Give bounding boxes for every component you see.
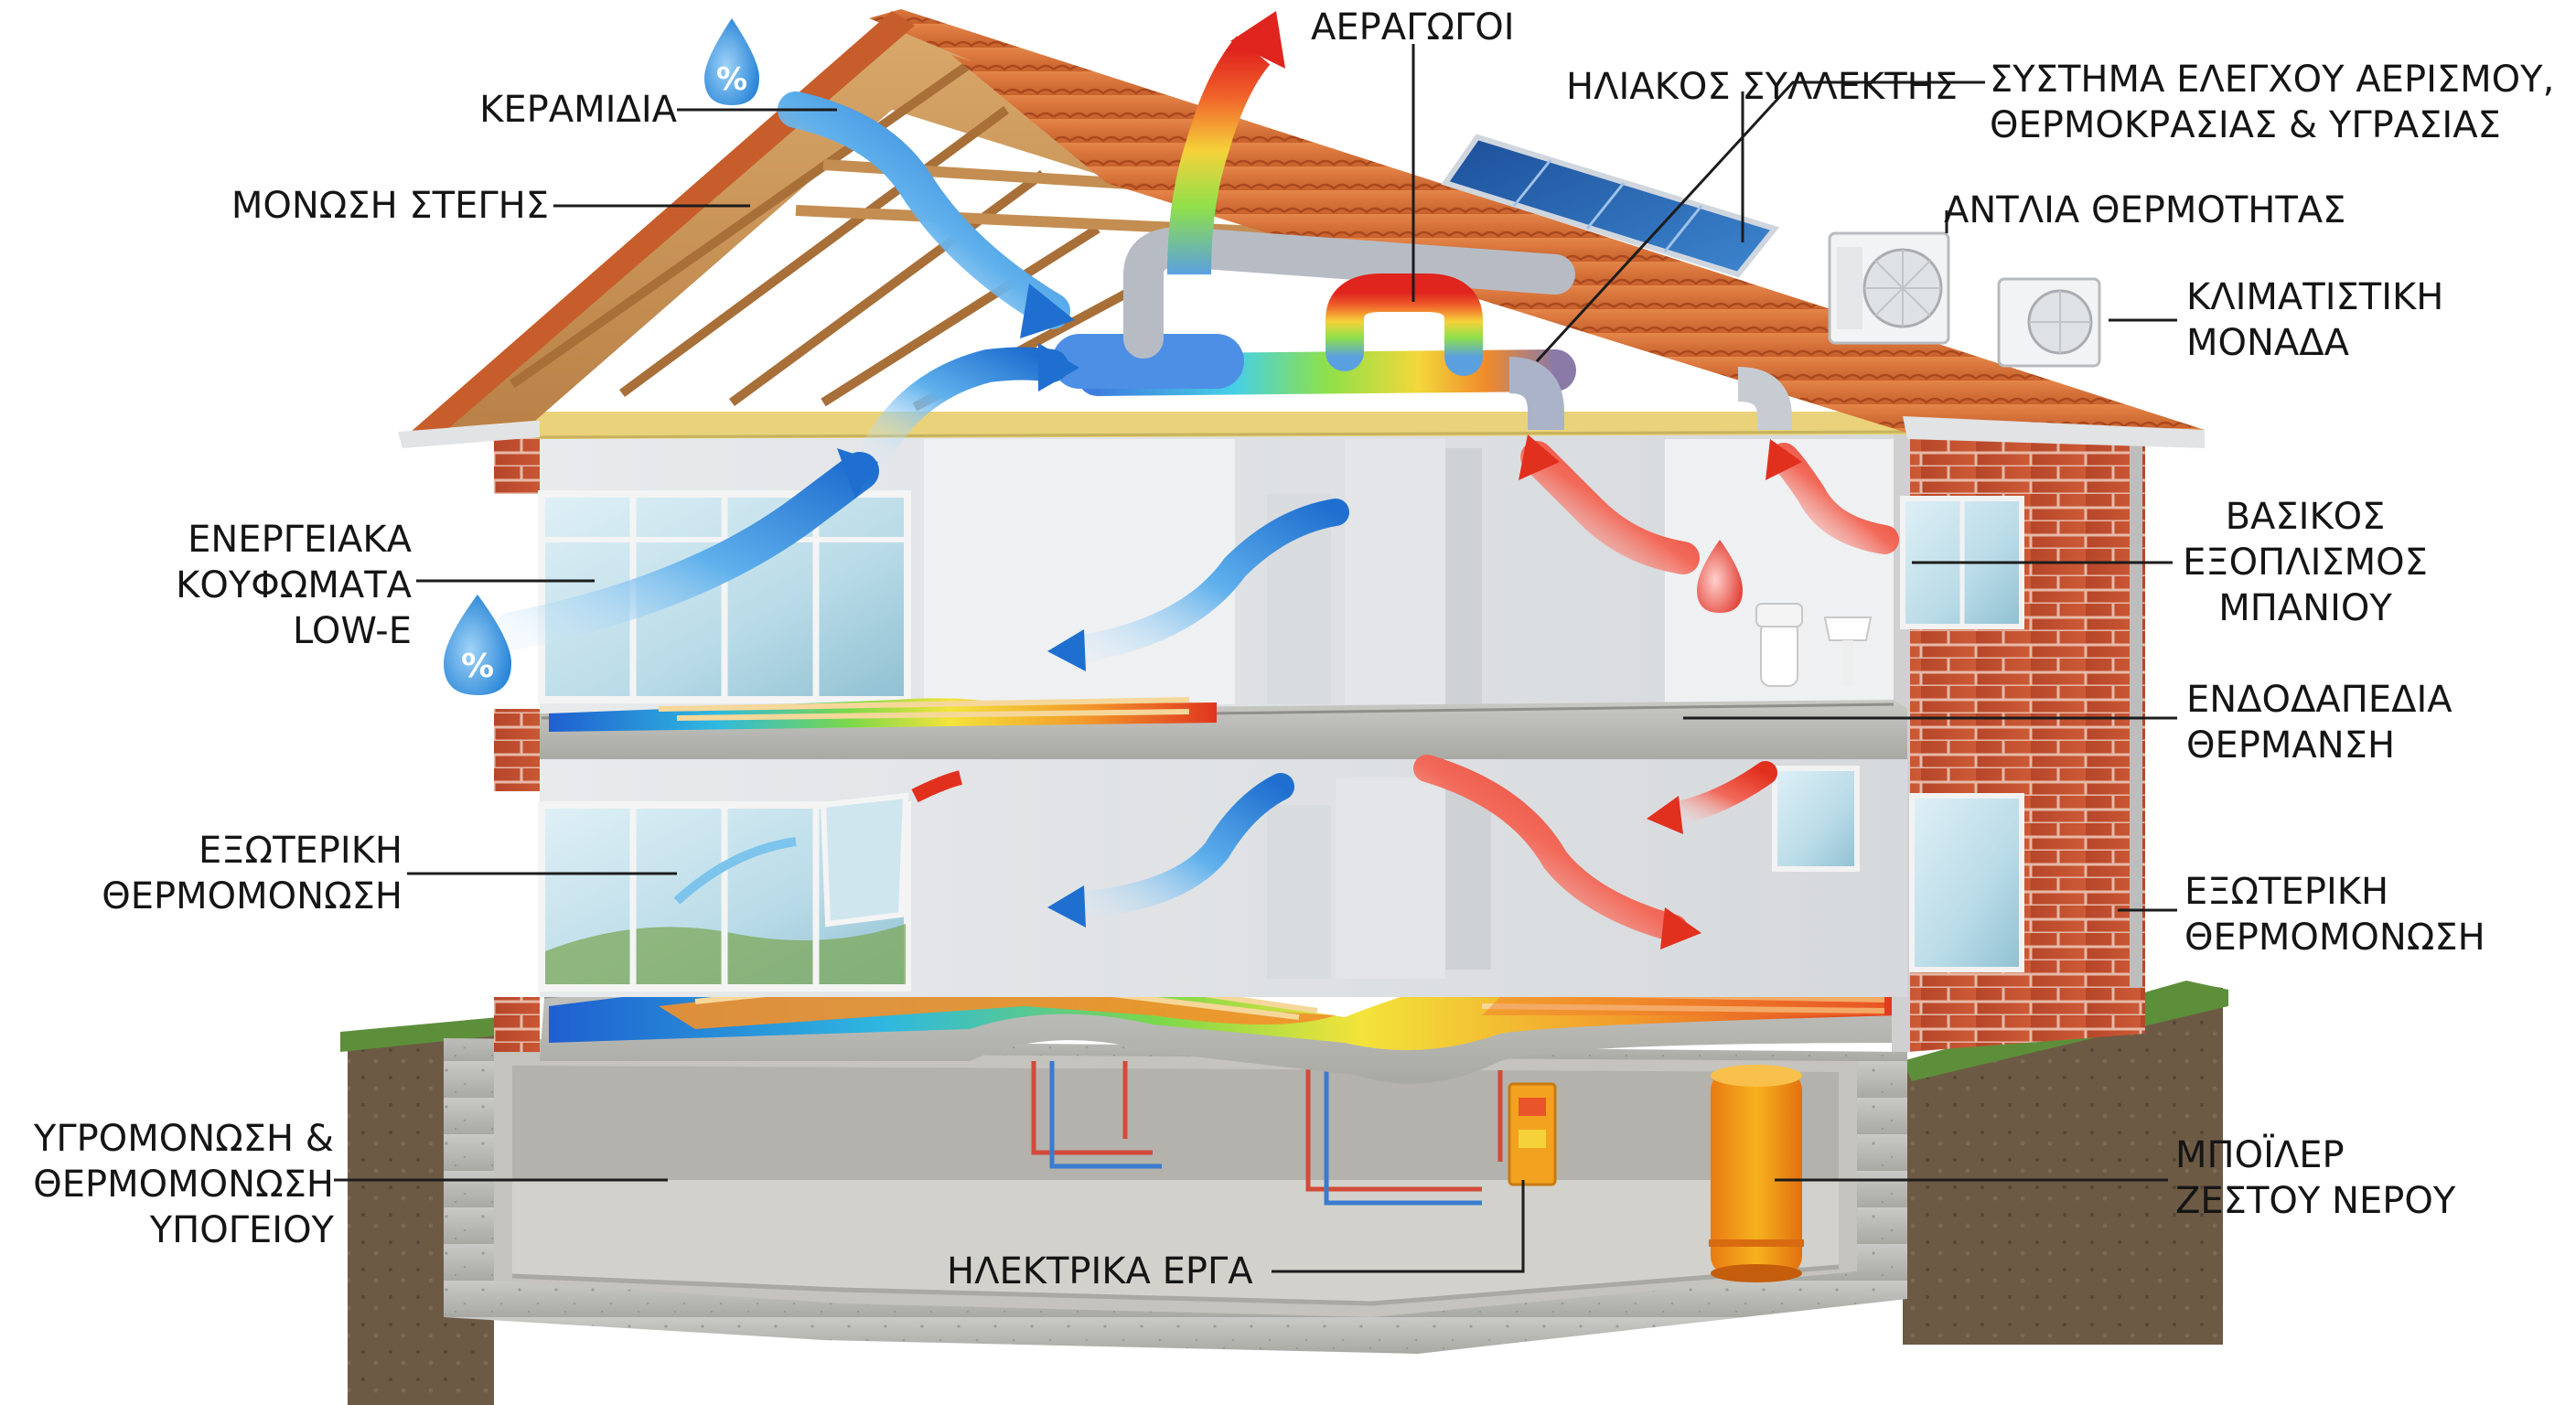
humidity-drop-window: % xyxy=(444,595,511,695)
heat-pump-illustration xyxy=(1828,231,1950,345)
label-bathroom: ΒΑΣΙΚΟΣ ΕΞΟΠΛΙΣΜΟΣ ΜΠΑΝΙΟΥ xyxy=(2183,496,2428,629)
label-ext-insulation-right: ΕΞΩΤΕΡΙΚΗ ΘΕΡΜΟΜΟΝΩΣΗ xyxy=(2184,871,2485,959)
label-heat-pump: ΑΝΤΛΙΑ ΘΕΡΜΟΤΗΤΑΣ xyxy=(1944,189,2346,231)
label-roof-insulation: ΜΟΝΩΣΗ ΣΤΕΓΗΣ xyxy=(231,185,549,227)
label-solar-collector: ΗΛΙΑΚΟΣ ΣΥΛΛΕΚΤΗΣ xyxy=(1566,66,1959,108)
label-air-ducts: ΑΕΡΑΓΩΓΟΙ xyxy=(1311,6,1515,48)
middle-floor-slab xyxy=(540,697,1907,759)
ceiling-insulation xyxy=(534,412,1913,439)
brick-wall-left xyxy=(494,430,540,1052)
label-windows: ΕΝΕΡΓΕΙΑΚΑ ΚΟΥΦΩΜΑΤΑ LOW-E xyxy=(176,519,412,652)
basement xyxy=(444,1038,1907,1354)
ventilation-ducts xyxy=(1052,11,1792,430)
upper-windows xyxy=(538,490,911,703)
leader-lines xyxy=(334,44,2177,1273)
ground-windows xyxy=(538,792,911,992)
label-control-system: ΣΥΣΤΗΜΑ ΕΛΕΓΧΟΥ ΑΕΡΙΣΜΟΥ, ΘΕΡΜΟΚΡΑΣΙΑΣ &… xyxy=(1990,59,2555,146)
label-floor-heating: ΕΝΔΟΔΑΠΕΔΙΑ ΘΕΡΜΑΝΣΗ xyxy=(2186,679,2453,767)
label-ext-insulation-left: ΕΞΩΤΕΡΙΚΗ ΘΕΡΜΟΜΟΝΩΣΗ xyxy=(102,830,402,917)
solar-collector-illustration xyxy=(1441,134,1780,278)
airflow-arrows xyxy=(493,91,1899,949)
humidity-symbol-roof: % xyxy=(716,61,747,98)
humidity-drop-roof: % xyxy=(704,18,759,105)
humidity-symbol-window: % xyxy=(461,648,494,685)
electrical-panel xyxy=(1508,1082,1557,1186)
label-roof-tiles: ΚΕΡΑΜΙΔΙΑ xyxy=(479,89,677,131)
air-conditioner-illustration xyxy=(1997,277,2101,368)
boiler-illustration xyxy=(1709,1065,1804,1282)
label-air-conditioner: ΚΛΙΜΑΤΙΣΤΙΚΗ ΜΟΝΑΔΑ xyxy=(2186,276,2444,364)
label-boiler: ΜΠΟΪΛΕΡ ΖΕΣΤΟΥ ΝΕΡΟΥ xyxy=(2175,1134,2456,1222)
label-basement: ΥΓΡΟΜΟΝΩΣΗ & ΘΕΡΜΟΜΟΝΩΣΗ ΥΠΟΓΕΙΟΥ xyxy=(33,1118,334,1251)
humidity-drop-bathroom xyxy=(1697,540,1743,613)
label-electrical: ΗΛΕΚΤΡΙΚΑ ΕΡΓΑ xyxy=(947,1250,1253,1292)
